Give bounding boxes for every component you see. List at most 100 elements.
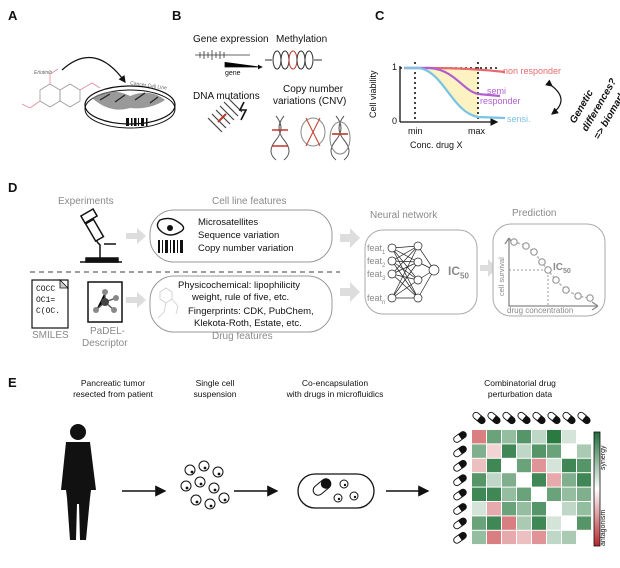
panel-label-e: E xyxy=(8,375,17,390)
arrow-experiments xyxy=(126,228,146,244)
heatmap-cell xyxy=(577,444,591,458)
pill-icon xyxy=(487,411,501,425)
drug-concentration-label: drug concentration xyxy=(507,306,574,315)
panel-label-c: C xyxy=(375,8,385,23)
heatmap-cell xyxy=(472,502,486,516)
heatmap-cell xyxy=(472,473,486,487)
heatmap-cell xyxy=(487,458,501,473)
heatmap-cell xyxy=(562,530,576,545)
nn-edge xyxy=(391,261,419,299)
smiles-text: COCC OC1= C(OC. xyxy=(36,284,60,317)
nn-input-node xyxy=(387,269,397,279)
heatmap-cell xyxy=(532,430,546,444)
antagonism-label: antagonism xyxy=(600,509,607,546)
panel-label-d: D xyxy=(8,180,18,195)
nn-edge xyxy=(417,269,435,299)
erlotinib-molecule-icon xyxy=(21,68,101,109)
arrow-to-prediction xyxy=(480,259,497,277)
c-ylabel: Cell viability xyxy=(368,70,378,118)
nn-edge xyxy=(391,247,419,299)
heatmap-cell xyxy=(487,502,501,516)
heatmap-cell xyxy=(547,516,561,530)
feat1-label: feat1 xyxy=(367,243,386,256)
non-responder-label: non responder xyxy=(503,66,562,76)
responder-label: responder xyxy=(480,96,521,106)
barcode-icon xyxy=(158,240,183,253)
heatmap-cell xyxy=(577,487,591,501)
heatmap-cell xyxy=(532,444,546,458)
gene-expression-label: Gene expression xyxy=(193,34,269,45)
pill-icon xyxy=(547,411,561,425)
heatmap-cell xyxy=(547,458,561,473)
drug-features-box xyxy=(149,275,333,333)
pill-icon xyxy=(532,411,546,425)
heatmap-cell xyxy=(472,458,486,473)
feature-list: Microsatellites Sequence variation Copy … xyxy=(198,216,294,255)
feat2-label: feat2 xyxy=(367,256,386,269)
physchem-line1: Physicochemical: lipophilicity xyxy=(178,280,300,291)
heatmap-cell xyxy=(547,473,561,487)
nn-edge xyxy=(391,279,419,299)
heatmap-cell xyxy=(502,487,516,501)
cell-line-features-label: Cell line features xyxy=(212,196,287,207)
arrow-padel xyxy=(126,292,146,308)
semi-label: semi xyxy=(487,86,507,96)
pill-icon xyxy=(453,474,467,487)
pill-icon xyxy=(453,431,467,443)
microscope-icon xyxy=(79,208,122,263)
cell-survival-label: cell survival xyxy=(497,257,506,296)
smiles-line: OC1= xyxy=(36,296,56,305)
petri-dish-icon xyxy=(84,85,176,129)
ic50-label: IC50 xyxy=(448,264,469,281)
heatmap-cell xyxy=(517,473,531,487)
heatmap-cell xyxy=(502,430,516,444)
arrow-to-nn-1 xyxy=(340,228,360,248)
nn-edge xyxy=(391,260,419,281)
heatmap-cell xyxy=(502,444,516,458)
heatmap-cell xyxy=(547,444,561,458)
heatmap-cell xyxy=(472,530,486,545)
heatmap-cell xyxy=(487,530,501,545)
heatmap-cell xyxy=(577,473,591,487)
nn-edge xyxy=(391,247,419,263)
patient-silhouette-icon xyxy=(61,424,96,540)
curve-semi-responder xyxy=(404,66,501,98)
pill-icon xyxy=(453,459,467,472)
pill-icon xyxy=(453,488,467,501)
pill-icon xyxy=(502,411,516,425)
cnv-label-line2: variations (CNV) xyxy=(273,96,347,107)
pill-icon xyxy=(472,411,486,425)
nn-edge xyxy=(391,273,419,281)
heatmap-cell xyxy=(487,473,501,487)
heatmap-cell xyxy=(532,487,546,501)
methylation-label: Methylation xyxy=(276,34,328,45)
heatmap-cell xyxy=(577,502,591,516)
sensi-label: sensi. xyxy=(507,114,531,124)
featn-label: featn xyxy=(367,293,386,306)
prediction-plot xyxy=(504,237,599,311)
heatmap-cell xyxy=(532,458,546,473)
heatmap-cell xyxy=(517,502,531,516)
heatmap-cell xyxy=(532,473,546,487)
pill-icon xyxy=(517,411,531,425)
panel-e-illustration xyxy=(61,411,601,547)
biomarker-arrow xyxy=(545,79,562,115)
heatmap-cell xyxy=(562,487,576,501)
dna-mutations-label: DNA mutations xyxy=(193,91,260,102)
nn-hidden-node xyxy=(413,257,423,267)
panel-c-chart xyxy=(399,62,562,126)
heatmap-cell xyxy=(547,530,561,545)
heatmap-cell xyxy=(517,430,531,444)
c-y-one: 1 xyxy=(392,62,398,72)
panel-b-illustration xyxy=(195,50,351,161)
c-xlabel: Conc. drug X xyxy=(410,140,463,150)
heatmap-cells xyxy=(471,429,592,546)
heatmap-cell xyxy=(487,516,501,530)
c-x-max: max xyxy=(468,126,486,136)
heatmap-cell xyxy=(532,502,546,516)
prediction-label: Prediction xyxy=(512,208,557,219)
heatmap-cell xyxy=(562,458,576,473)
